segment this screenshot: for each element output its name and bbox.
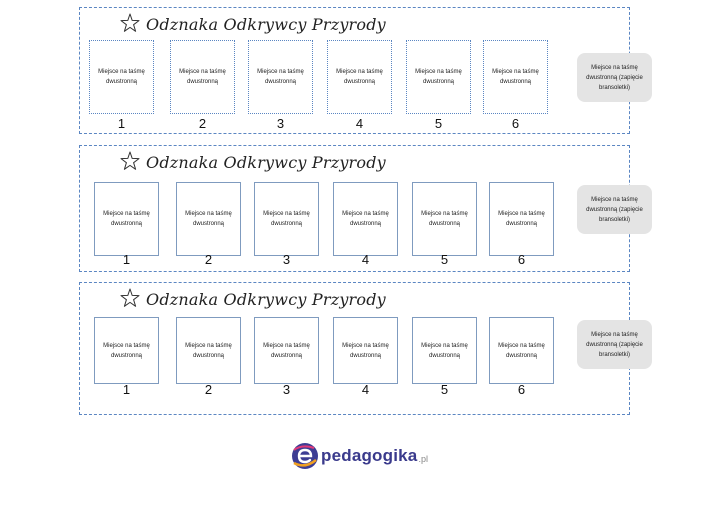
tape-slot-text: Miejsce na taśmę dwustronną <box>179 69 226 85</box>
slot-number: 4 <box>361 382 370 397</box>
tape-slot-1: Miejsce na taśmę dwustronną <box>94 317 159 384</box>
slot-number: 6 <box>517 252 526 267</box>
badge-title: Odznaka Odkrywcy Przyrody <box>146 152 386 172</box>
tape-slot-2: Miejsce na taśmę dwustronną <box>170 40 235 114</box>
slot-number: 3 <box>276 116 285 131</box>
tape-slot-text: Miejsce na taśmę dwustronną <box>103 342 150 359</box>
logo-wordmark: pedagogika <box>321 446 418 465</box>
tape-slot-text: Miejsce na taśmę dwustronną <box>498 211 545 227</box>
badge-title: Odznaka Odkrywcy Przyrody <box>146 289 386 309</box>
tape-slot-5: Miejsce na taśmę dwustronną <box>406 40 471 114</box>
tape-slot-text: Miejsce na taśmę dwustronną <box>342 211 389 227</box>
tape-slot-text: Miejsce na taśmę dwustronną <box>263 342 310 359</box>
slot-number: 6 <box>511 116 520 131</box>
slot-number: 1 <box>122 252 131 267</box>
epedagogika-logo[interactable]: pedagogika .pl <box>290 441 428 471</box>
tape-slot-1: Miejsce na taśmę dwustronną <box>89 40 154 114</box>
slot-number: 5 <box>440 382 449 397</box>
slot-number: 1 <box>122 382 131 397</box>
slot-number: 2 <box>204 252 213 267</box>
badge-strip: Odznaka Odkrywcy Przyrody Miejsce na taś… <box>79 145 630 272</box>
tape-slot-4: Miejsce na taśmę dwustronną <box>333 317 398 384</box>
tape-slot-5: Miejsce na taśmę dwustronną <box>412 182 477 256</box>
tape-slot-text: Miejsce na taśmę dwustronną <box>263 211 310 227</box>
logo-domain-suffix: .pl <box>418 454 428 464</box>
slot-number: 2 <box>198 116 207 131</box>
star-outline-icon <box>120 151 140 170</box>
tape-slot-text: Miejsce na taśmę dwustronną <box>185 211 232 227</box>
tape-slot-6: Miejsce na taśmę dwustronną <box>489 182 554 256</box>
badge-header: Odznaka Odkrywcy Przyrody <box>118 12 386 36</box>
badge-header: Odznaka Odkrywcy Przyrody <box>118 150 386 174</box>
bracelet-clasp-tab: Miejsce na taśmę dwustronną (zapięcie br… <box>577 53 652 102</box>
tape-slot-6: Miejsce na taśmę dwustronną <box>489 317 554 384</box>
slot-number: 5 <box>440 252 449 267</box>
tape-slot-4: Miejsce na taśmę dwustronną <box>327 40 392 114</box>
epedagogika-e-logo-icon <box>292 443 318 469</box>
tape-slot-text: Miejsce na taśmę dwustronną <box>492 69 539 85</box>
slot-number: 4 <box>361 252 370 267</box>
tape-slot-3: Miejsce na taśmę dwustronną <box>254 182 319 256</box>
slot-number: 6 <box>517 382 526 397</box>
slot-number: 4 <box>355 116 364 131</box>
star-outline-icon <box>120 13 140 32</box>
tape-slot-2: Miejsce na taśmę dwustronną <box>176 317 241 384</box>
tape-slot-text: Miejsce na taśmę dwustronną <box>185 342 232 359</box>
tape-slot-6: Miejsce na taśmę dwustronną <box>483 40 548 114</box>
slot-number: 2 <box>204 382 213 397</box>
badge-strip: Odznaka Odkrywcy Przyrody Miejsce na taś… <box>79 282 630 415</box>
tape-slot-3: Miejsce na taśmę dwustronną <box>248 40 313 114</box>
clasp-tab-text: Miejsce na taśmę dwustronną (zapięcie br… <box>586 196 643 223</box>
tape-slot-text: Miejsce na taśmę dwustronną <box>421 342 468 359</box>
bracelet-clasp-tab: Miejsce na taśmę dwustronną (zapięcie br… <box>577 320 652 369</box>
slot-number: 3 <box>282 382 291 397</box>
tape-slot-1: Miejsce na taśmę dwustronną <box>94 182 159 256</box>
tape-slot-4: Miejsce na taśmę dwustronną <box>333 182 398 256</box>
clasp-tab-text: Miejsce na taśmę dwustronną (zapięcie br… <box>586 331 643 358</box>
tape-slot-text: Miejsce na taśmę dwustronną <box>342 342 389 359</box>
clasp-tab-text: Miejsce na taśmę dwustronną (zapięcie br… <box>586 64 643 91</box>
tape-slot-3: Miejsce na taśmę dwustronną <box>254 317 319 384</box>
tape-slot-text: Miejsce na taśmę dwustronną <box>103 211 150 227</box>
tape-slot-text: Miejsce na taśmę dwustronną <box>336 69 383 85</box>
slot-number: 5 <box>434 116 443 131</box>
tape-slot-text: Miejsce na taśmę dwustronną <box>98 69 145 85</box>
tape-slot-text: Miejsce na taśmę dwustronną <box>415 69 462 85</box>
badge-strip: Odznaka Odkrywcy Przyrody Miejsce na taś… <box>79 7 630 134</box>
tape-slot-text: Miejsce na taśmę dwustronną <box>498 342 545 359</box>
tape-slot-2: Miejsce na taśmę dwustronną <box>176 182 241 256</box>
tape-slot-text: Miejsce na taśmę dwustronną <box>421 211 468 227</box>
star-outline-icon <box>120 288 140 307</box>
tape-slot-5: Miejsce na taśmę dwustronną <box>412 317 477 384</box>
slot-number: 3 <box>282 252 291 267</box>
bracelet-clasp-tab: Miejsce na taśmę dwustronną (zapięcie br… <box>577 185 652 234</box>
badge-title: Odznaka Odkrywcy Przyrody <box>146 14 386 34</box>
badge-header: Odznaka Odkrywcy Przyrody <box>118 287 386 311</box>
slot-number: 1 <box>117 116 126 131</box>
tape-slot-text: Miejsce na taśmę dwustronną <box>257 69 304 85</box>
